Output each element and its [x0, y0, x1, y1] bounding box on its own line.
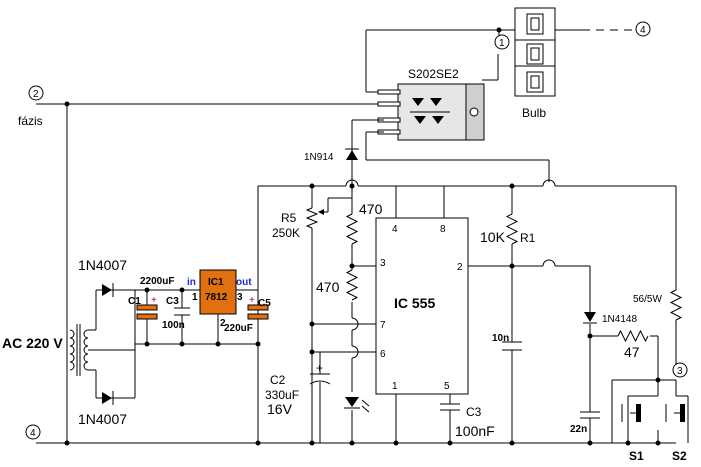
svg-text:R1: R1	[520, 231, 536, 245]
svg-text:in: in	[187, 277, 196, 288]
svg-text:1: 1	[392, 381, 398, 392]
svg-text:3: 3	[380, 258, 386, 269]
svg-text:+: +	[316, 361, 323, 375]
capacitor-c3-100n: C3 100n	[162, 296, 190, 331]
resistor-470-bottom: 470	[316, 269, 359, 301]
svg-text:7812: 7812	[205, 292, 228, 303]
svg-text:100nF: 100nF	[455, 423, 495, 439]
switch-s2: S2	[665, 404, 687, 463]
svg-text:470: 470	[359, 201, 383, 217]
svg-text:+: +	[151, 295, 157, 306]
node-4-top: 4	[635, 21, 651, 37]
svg-text:470: 470	[316, 279, 340, 295]
resistor-470-top: 470	[345, 201, 383, 245]
regulator-ic1: IC1 7812 in out 1 2 3	[187, 269, 252, 329]
svg-text:47: 47	[624, 344, 640, 360]
svg-text:7: 7	[380, 320, 386, 331]
svg-text:22n: 22n	[570, 424, 587, 435]
ic555-label: IC 555	[394, 295, 435, 311]
phase-label: fázis	[18, 114, 43, 128]
capacitor-c5: + C5 220uF	[224, 295, 271, 334]
svg-text:R5: R5	[281, 211, 297, 225]
node-1: 1	[494, 27, 510, 50]
bulb-block: Bulb	[514, 7, 556, 120]
svg-text:220uF: 220uF	[224, 323, 253, 334]
ssr-label: S202SE2	[408, 67, 459, 81]
svg-text:1: 1	[192, 292, 198, 303]
svg-text:1N4007: 1N4007	[78, 257, 127, 273]
ic-555: IC 555 4 8 3 2 7 6 1 5	[375, 217, 469, 443]
svg-text:out: out	[236, 277, 252, 288]
ac-input-label: AC 220 V	[2, 335, 63, 351]
svg-text:330uF: 330uF	[265, 388, 299, 402]
node-3: 3	[672, 362, 688, 378]
svg-text:C3: C3	[166, 296, 179, 307]
svg-text:2200uF: 2200uF	[140, 276, 174, 287]
svg-text:+: +	[249, 295, 255, 306]
svg-text:56/5W: 56/5W	[633, 294, 662, 305]
transformer: AC 220 V	[2, 289, 136, 399]
capacitor-22n: 22n	[570, 411, 600, 435]
svg-text:3: 3	[677, 366, 683, 377]
svg-text:16V: 16V	[267, 401, 293, 417]
svg-text:S2: S2	[672, 449, 687, 463]
svg-text:C1: C1	[128, 296, 141, 307]
svg-text:6: 6	[380, 349, 386, 360]
svg-text:2: 2	[457, 262, 463, 273]
svg-text:C3: C3	[466, 405, 482, 419]
svg-text:2: 2	[220, 318, 226, 329]
svg-text:4: 4	[392, 224, 398, 235]
svg-text:100n: 100n	[162, 320, 185, 331]
svg-text:250K: 250K	[272, 226, 300, 240]
capacitor-c3-100nf: C3 100nF	[440, 403, 495, 439]
led-indicator	[344, 397, 370, 413]
capacitor-c2: + C2 330uF 16V	[265, 361, 331, 417]
resistor-r1: 10K R1	[480, 186, 536, 443]
capacitor-10n: 10n	[492, 333, 522, 351]
svg-text:1N4007: 1N4007	[78, 411, 127, 427]
resistor-r5: R5 250K	[272, 207, 324, 240]
svg-text:2: 2	[33, 89, 39, 100]
regulator-wiring	[135, 287, 261, 347]
resistor-47: 47	[617, 329, 649, 360]
phase-line: 2 fázis	[18, 85, 384, 443]
svg-text:1N4148: 1N4148	[602, 314, 637, 325]
ground-rail: 4	[25, 424, 676, 446]
switch-s1: S1	[621, 404, 644, 463]
diode-1n914: 1N914	[304, 148, 359, 163]
svg-text:4: 4	[30, 428, 36, 439]
svg-text:S1: S1	[629, 449, 644, 463]
svg-text:10K: 10K	[480, 229, 506, 245]
switch-wiring	[611, 377, 689, 443]
svg-text:IC1: IC1	[208, 277, 224, 288]
svg-text:4: 4	[640, 25, 646, 36]
capacitor-c1: + C1 2200uF	[128, 276, 174, 320]
bulb-label: Bulb	[522, 106, 546, 120]
ssr-s202se2: S202SE2	[377, 67, 485, 141]
timing-network	[309, 186, 376, 443]
diode-1n4007-top: 1N4007	[78, 257, 127, 297]
diode-1n4007-bottom: 1N4007	[78, 391, 127, 427]
svg-text:C5: C5	[258, 298, 271, 309]
svg-text:3: 3	[237, 292, 243, 303]
svg-text:1N914: 1N914	[304, 152, 334, 163]
svg-text:1: 1	[499, 38, 505, 49]
svg-text:5: 5	[444, 381, 450, 392]
diode-1n4148: 1N4148	[583, 312, 637, 325]
svg-text:8: 8	[440, 224, 446, 235]
svg-text:C2: C2	[270, 373, 286, 387]
resistor-56-5w: 56/5W	[633, 289, 683, 370]
svg-text:10n: 10n	[492, 333, 509, 344]
